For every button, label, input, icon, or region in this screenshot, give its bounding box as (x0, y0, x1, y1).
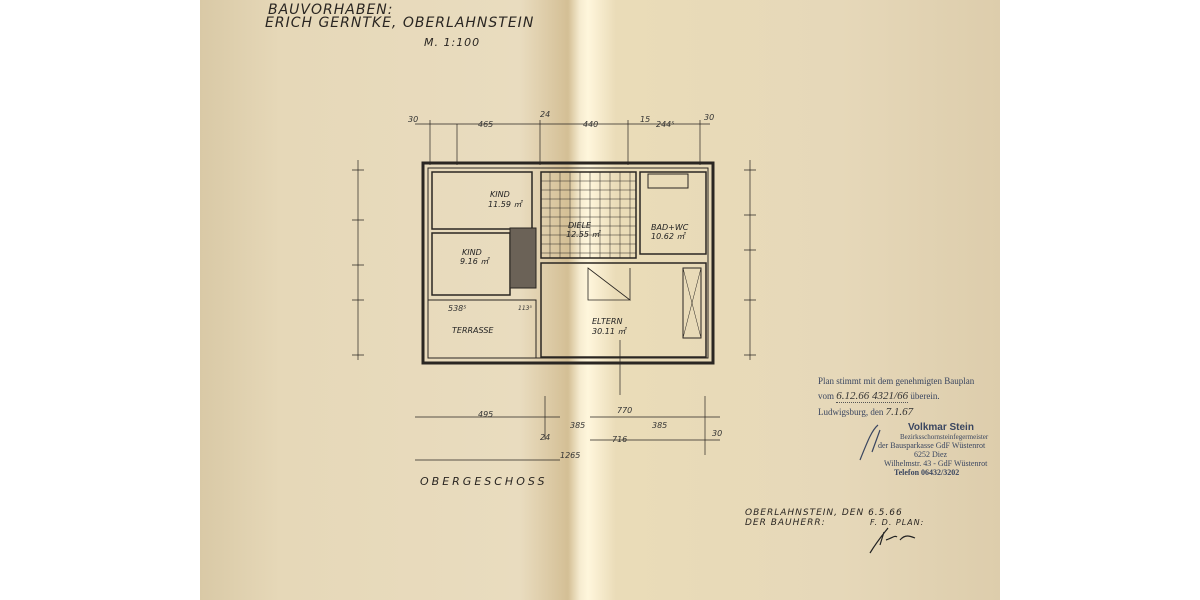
dim-label: 465 (478, 120, 493, 129)
stamp-text: Wilhelmstr. 43 - GdF Wüstenrot (884, 459, 988, 468)
room-label: ELTERN (592, 317, 622, 326)
room-area: 10.62 ㎡ (651, 232, 686, 241)
dim-label: 440 (583, 120, 598, 129)
room-kind-1 (431, 171, 533, 230)
room-area: 9.16 ㎡ (460, 257, 490, 266)
stamp-text: Telefon 06432/3202 (894, 468, 960, 477)
dim-label: 495 (478, 410, 493, 419)
stamp-date: 6.12.66 4321/66 (836, 390, 909, 403)
outer-wall (421, 161, 715, 365)
floor-label: OBERGESCHOSS (420, 475, 548, 488)
dim-label: 30 (408, 115, 418, 124)
room-area: 30.11 ㎡ (592, 327, 627, 336)
project-label: BAUVORHABEN: (268, 2, 394, 18)
dim-label: 385 (570, 421, 585, 430)
stamp-text: Bezirksschornsteinfegermeister (900, 433, 989, 441)
room-label: KIND (490, 190, 510, 199)
stamp-text: Ludwigsburg, den (818, 407, 884, 417)
dim-label: 385 (652, 421, 667, 430)
dim-label: 1265 (560, 451, 580, 460)
dim-label: 24 (540, 110, 550, 119)
project-owner: ERICH GERNTKE, OBERLAHNSTEIN (265, 15, 535, 31)
stamp-text: vom (818, 391, 835, 401)
stamp-text: 6252 Diez (914, 450, 948, 459)
room-bad (639, 171, 707, 255)
room-eltern (540, 262, 707, 358)
planner-label: F. D. PLAN: (870, 518, 925, 527)
room-area: 11.59 ㎡ (488, 200, 523, 209)
dim-label: 24 (540, 433, 550, 442)
stamp-text: der Bausparkasse GdF Wüstenrot (878, 441, 986, 450)
room-label: BAD+WC (651, 223, 689, 232)
scale-label: M. 1:100 (424, 36, 481, 49)
dim-label: 538⁵ (448, 304, 466, 313)
dim-label: 716 (612, 435, 627, 444)
dim-label: 30 (712, 429, 722, 438)
room-label: KIND (462, 248, 482, 257)
dim-label: 15 (640, 115, 650, 124)
terrace (427, 299, 537, 359)
stair-core (509, 227, 537, 289)
stamp-text: überein. (910, 391, 940, 401)
stamp-name: Volkmar Stein (908, 422, 974, 433)
stamp-text: Plan stimmt mit dem genehmigten Bauplan (818, 376, 975, 386)
room-label: DIELE (568, 221, 592, 230)
stamp-date: 7.1.67 (885, 406, 914, 418)
dim-label: 244⁵ (656, 120, 674, 129)
owner-label: DER BAUHERR: (745, 518, 826, 528)
room-diele (540, 171, 637, 259)
place-date: OBERLAHNSTEIN, DEN 6.5.66 (745, 508, 903, 518)
room-label: TERRASSE (452, 326, 494, 335)
dim-label: 113⁵ (518, 305, 532, 312)
room-area: 12.55 ㎡ (566, 230, 601, 239)
dim-label: 770 (617, 406, 632, 415)
approval-stamp: Plan stimmt mit dem genehmigten Bauplan … (818, 376, 1004, 477)
dim-label: 30 (704, 113, 714, 122)
